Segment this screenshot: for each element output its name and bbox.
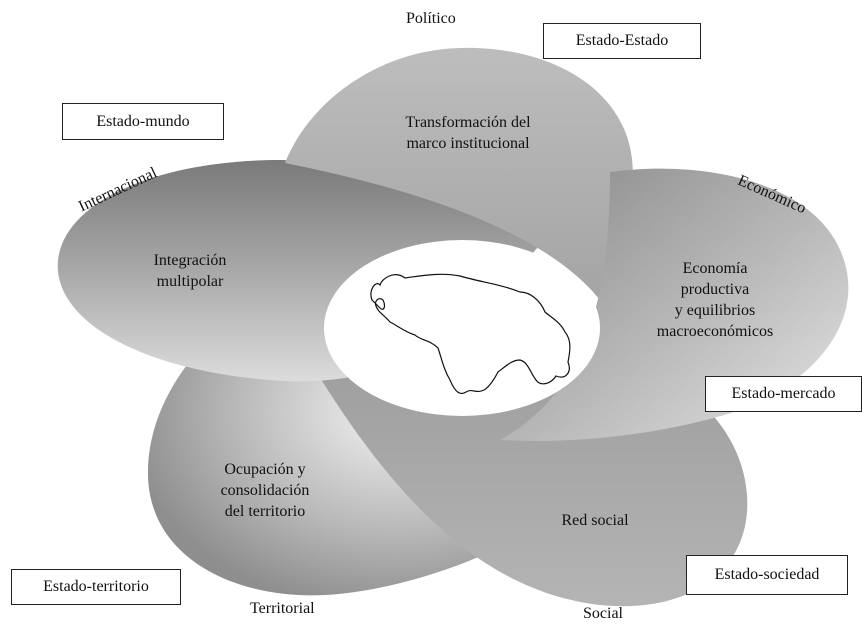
text-politico-line-1: Transformación del <box>405 114 531 131</box>
center-disc <box>324 240 600 416</box>
label-politico: Político <box>406 10 456 27</box>
petal-economico <box>500 168 849 441</box>
text-territorial-line-1: Ocupación y <box>224 461 306 478</box>
text-economico-line-1: Economía <box>682 260 748 277</box>
box-estado-mercado: Estado-mercado <box>705 376 862 412</box>
map-outline-icon <box>370 273 571 395</box>
text-politico-line-2: marco institucional <box>406 135 530 152</box>
text-internacional-line-2: multipolar <box>156 273 224 290</box>
text-economico-line-3: y equilibrios <box>674 302 756 319</box>
petal-politico <box>285 47 633 301</box>
text-territorial: Ocupación y consolidación del territorio <box>195 459 335 522</box>
box-estado-estado: Estado-Estado <box>543 23 701 59</box>
box-estado-mundo: Estado-mundo <box>62 103 224 140</box>
text-economico-line-4: macroeconómicos <box>656 323 774 340</box>
label-territorial: Territorial <box>250 600 315 617</box>
text-territorial-line-3: del territorio <box>224 503 306 520</box>
text-internacional: Integración multipolar <box>120 250 260 292</box>
text-economico-line-2: productiva <box>680 281 750 298</box>
text-internacional-line-1: Integración <box>153 252 227 269</box>
text-economico: Economía productiva y equilibrios macroe… <box>630 258 800 342</box>
text-social-line-1: Red social <box>561 512 629 529</box>
text-territorial-line-2: consolidación <box>220 482 310 499</box>
text-politico: Transformación del marco institucional <box>373 112 563 154</box>
box-estado-sociedad: Estado-sociedad <box>686 555 848 595</box>
label-social: Social <box>583 605 623 622</box>
box-estado-territorio: Estado-territorio <box>11 569 181 605</box>
text-social: Red social <box>535 510 655 531</box>
